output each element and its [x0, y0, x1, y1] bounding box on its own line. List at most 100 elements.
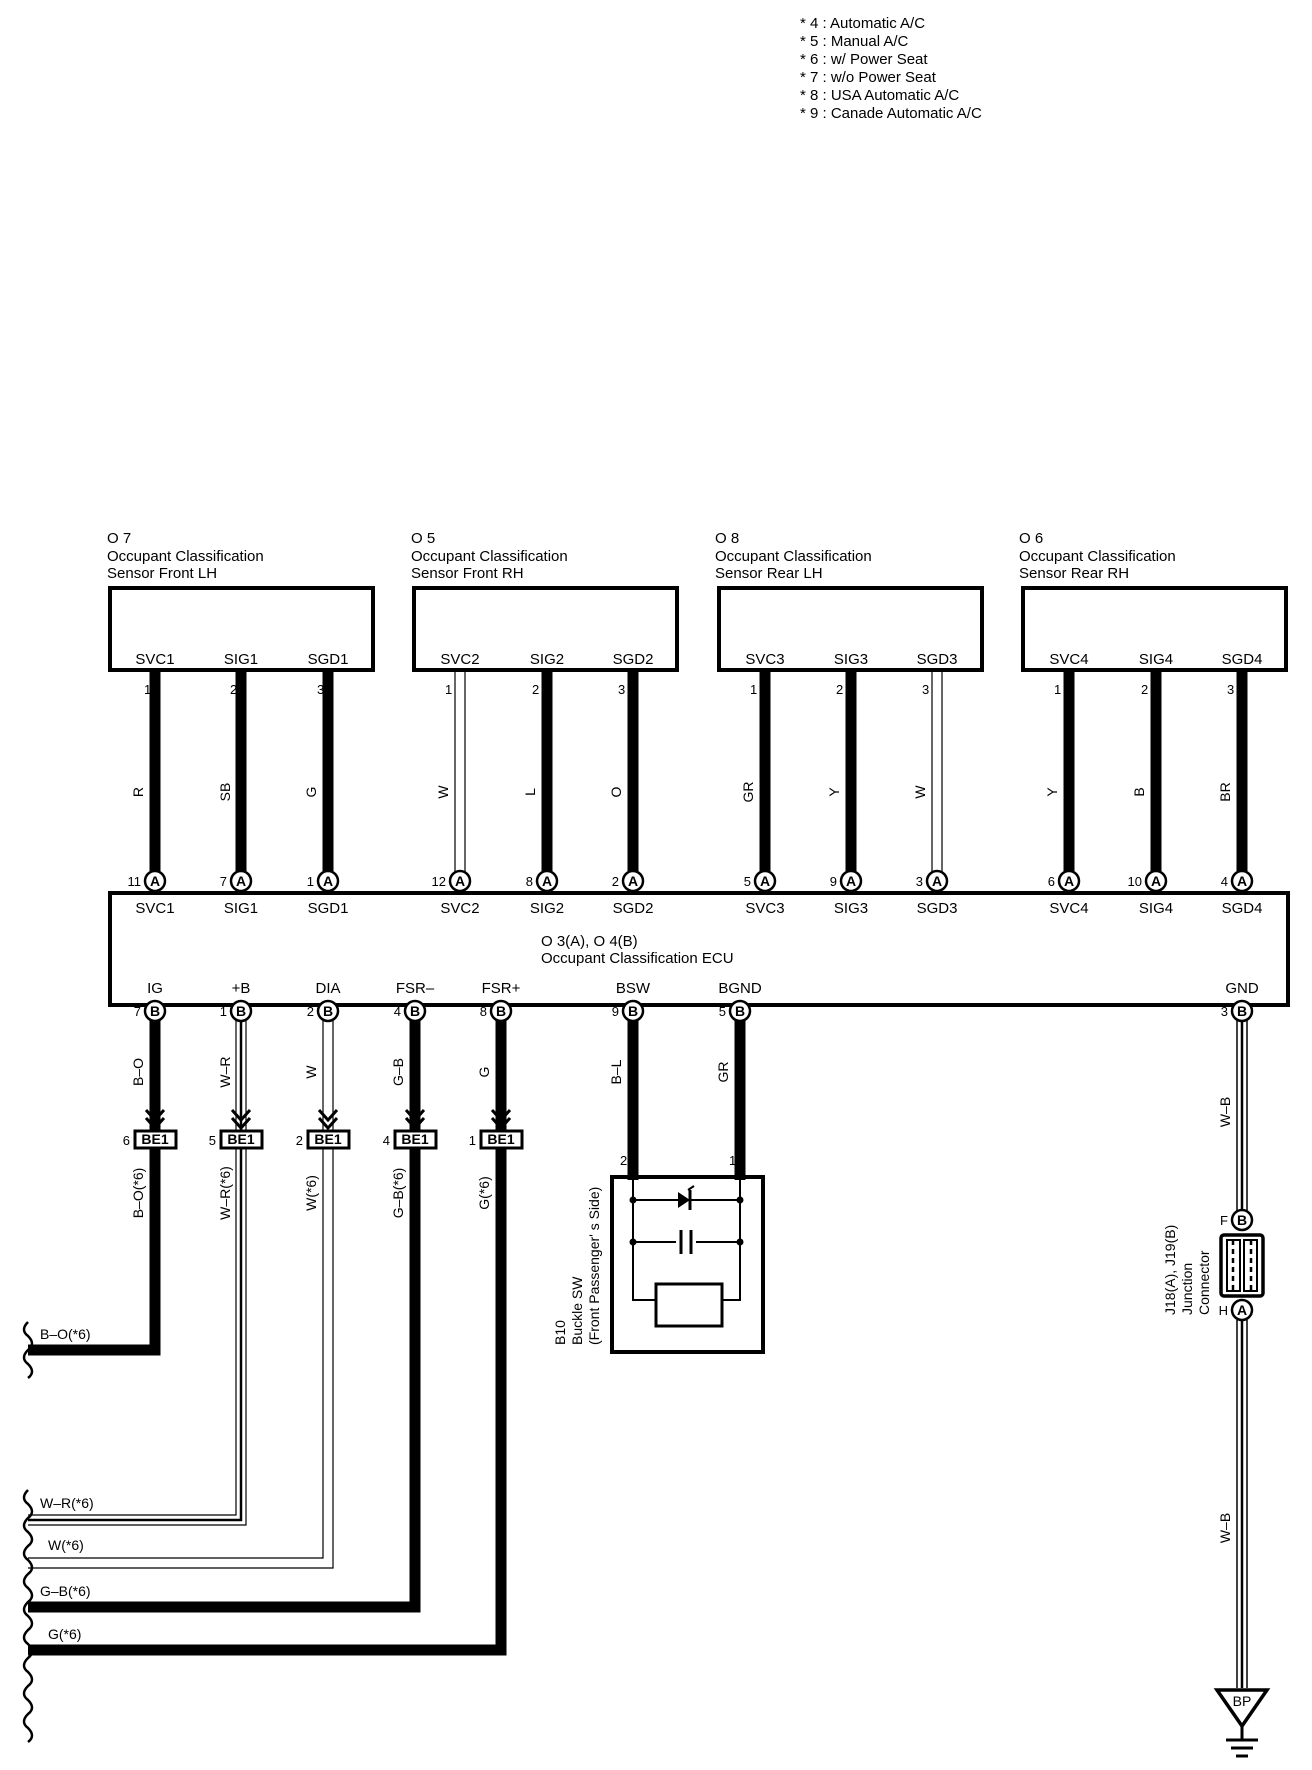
be1-after-labels: B–O(*6) W–R(*6) W(*6) G–B(*6) G(*6): [130, 1166, 492, 1220]
ecu-pin-name: SVC4: [1049, 900, 1088, 917]
ecu-pin-name: SGD1: [308, 900, 349, 917]
ecu-pin-name: BSW: [616, 980, 651, 997]
buckle-pin: 2: [620, 1153, 627, 1168]
junction-title: Junction: [1179, 1263, 1195, 1315]
pin-name: SIG3: [834, 651, 868, 668]
wire-w-6: [28, 1149, 324, 1559]
sensor-title-2: Sensor Rear RH: [1019, 565, 1129, 582]
wire-label: GR: [715, 1062, 731, 1083]
svg-text:A: A: [236, 873, 246, 889]
sensor-title-2: Sensor Front LH: [107, 565, 217, 582]
buckle-subtitle: (Front Passenger' s Side): [586, 1187, 602, 1345]
pin-number: 1: [144, 682, 151, 697]
pin-number: 3: [1227, 682, 1234, 697]
wire-label: W: [303, 1065, 319, 1079]
ecu-pin-name: GND: [1225, 980, 1259, 997]
ecu-pin-number: 7: [134, 1004, 141, 1019]
left-label: W–R(*6): [40, 1495, 94, 1511]
connector-a: A: [448, 869, 472, 893]
wire-label: G: [476, 1067, 492, 1078]
wire-g-b-6: [28, 1149, 421, 1613]
left-label: B–O(*6): [40, 1326, 91, 1342]
svg-text:B: B: [1237, 1212, 1247, 1228]
connector-a: A: [1057, 869, 1081, 893]
wire-label: R: [130, 787, 146, 797]
wire-label: O: [608, 786, 624, 797]
wire-label: B–L: [608, 1059, 624, 1084]
ecu-pin-name: SIG3: [834, 900, 868, 917]
ecu-pin-number: 5: [719, 1004, 726, 1019]
pin-name: SIG2: [530, 651, 564, 668]
ecu-pin-number: 1: [307, 874, 314, 889]
ecu-pin-number: 8: [526, 874, 533, 889]
ecu-pin-name: FSR+: [482, 980, 521, 997]
pin-name: SVC3: [745, 651, 784, 668]
notes-legend: * 4 : Automatic A/C * 5 : Manual A/C * 6…: [800, 15, 982, 122]
ecu-pin-number: 1: [220, 1004, 227, 1019]
connector-b: B: [1230, 999, 1254, 1023]
be1-pin: 6: [123, 1133, 130, 1148]
note-9: * 9 : Canade Automatic A/C: [800, 105, 982, 122]
svg-text:A: A: [455, 873, 465, 889]
wire-label: W–R(*6): [217, 1166, 233, 1220]
wire-label: BR: [1217, 782, 1233, 801]
be1-label: BE1: [401, 1131, 428, 1147]
connector-a: A: [925, 869, 949, 893]
junction-connector: B F A H J18(A), J19(B) Junction Connecto…: [1162, 1208, 1265, 1322]
wire-label: Y: [1044, 787, 1060, 797]
connector-b: B: [403, 999, 427, 1023]
note-4: * 4 : Automatic A/C: [800, 15, 925, 32]
ecu-pin-name: +B: [232, 980, 251, 997]
sensor-code: O 7: [107, 530, 131, 547]
junction-dots: [629, 1196, 744, 1246]
pin-name: SVC4: [1049, 651, 1088, 668]
buckle-switch: 2 1 B10 Buckle SW (Front Passenger' s Si…: [552, 1153, 765, 1354]
sensor-front-lh: O 7 Occupant Classification Sensor Front…: [107, 530, 375, 697]
ecu-pin-name: SVC2: [440, 900, 479, 917]
be1-connectors: [133, 1108, 524, 1150]
be1-pin: 4: [383, 1133, 390, 1148]
wire-label: G: [303, 787, 319, 798]
svg-text:A: A: [323, 873, 333, 889]
left-label: G(*6): [48, 1626, 81, 1642]
sensor-title-1: Occupant Classification: [107, 548, 264, 565]
buckle-title: Buckle SW: [569, 1276, 585, 1345]
wire-label: G(*6): [476, 1176, 492, 1209]
buckle-box: [610, 1175, 765, 1354]
wire-label: W: [435, 785, 451, 799]
svg-text:B: B: [1237, 1003, 1247, 1019]
sensor-title-1: Occupant Classification: [1019, 548, 1176, 565]
ecu-title: Occupant Classification ECU: [541, 950, 734, 967]
wire-label: Y: [826, 787, 842, 797]
sensor-title-2: Sensor Front RH: [411, 565, 524, 582]
junction-pin: F: [1220, 1213, 1228, 1228]
svg-text:B: B: [410, 1003, 420, 1019]
svg-text:B: B: [150, 1003, 160, 1019]
junction-code: J18(A), J19(B): [1162, 1225, 1178, 1315]
ecu-pin-number: 3: [1221, 1004, 1228, 1019]
wire-w-r-6: [28, 1149, 237, 1516]
ecu-pin-number: 5: [744, 874, 751, 889]
pin-number: 2: [532, 682, 539, 697]
be1-label: BE1: [227, 1131, 254, 1147]
ecu-pin-name: FSR–: [396, 980, 435, 997]
svg-text:B: B: [735, 1003, 745, 1019]
ecu-pin-number: 9: [830, 874, 837, 889]
note-6: * 6 : w/ Power Seat: [800, 51, 928, 68]
svg-text:B: B: [628, 1003, 638, 1019]
svg-text:B: B: [236, 1003, 246, 1019]
sensor-box: [108, 586, 375, 672]
ecu-pin-number: 7: [220, 874, 227, 889]
ecu-pin-number: 8: [480, 1004, 487, 1019]
wire-label: W–B: [1217, 1513, 1233, 1543]
left-label: G–B(*6): [40, 1583, 91, 1599]
svg-text:A: A: [542, 873, 552, 889]
pin-number: 2: [230, 682, 237, 697]
ecu-pin-name: BGND: [718, 980, 762, 997]
wire-label: W: [912, 785, 928, 799]
connector-b: B: [728, 999, 752, 1023]
ecu-pin-number: 2: [307, 1004, 314, 1019]
svg-text:A: A: [1237, 1302, 1247, 1318]
ecu-pin-number: 11: [128, 874, 142, 889]
pin-number: 2: [836, 682, 843, 697]
